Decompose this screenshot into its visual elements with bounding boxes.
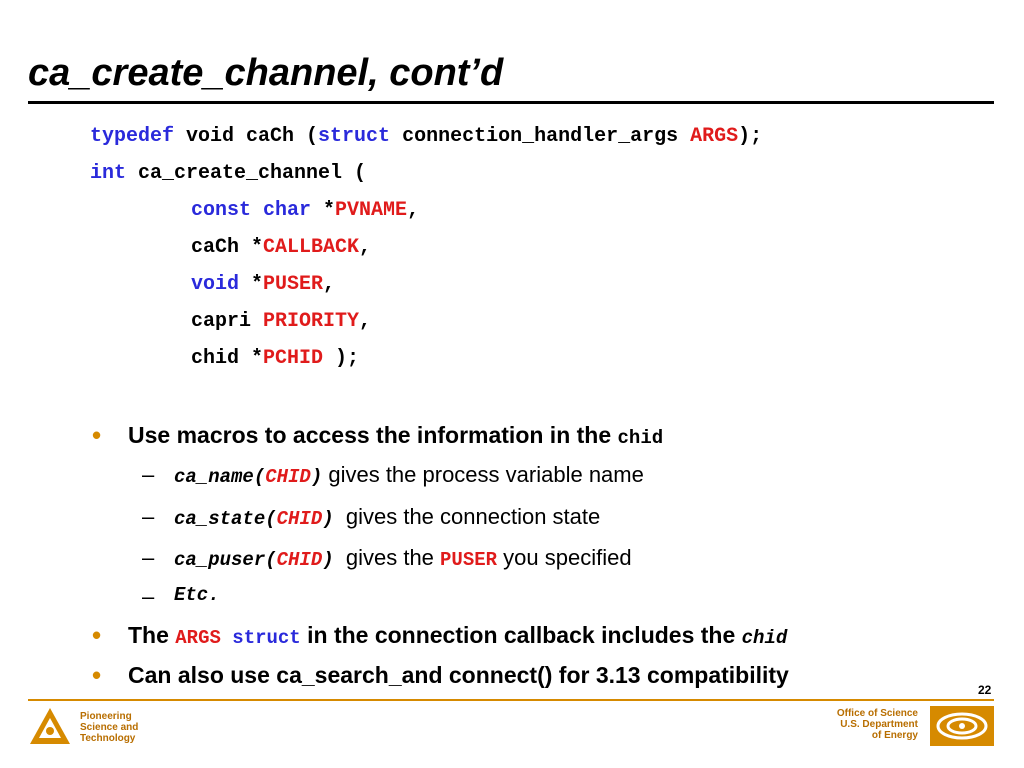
- code-text: ca_create_channel (: [126, 162, 367, 185]
- footer-right-text: Office of Science U.S. Department of Ene…: [837, 708, 918, 741]
- footer-left-text: Pioneering Science and Technology: [80, 711, 138, 744]
- code-keyword: void: [191, 273, 240, 296]
- bullet-text: The ARGS struct in the connection callba…: [128, 622, 787, 649]
- bullet-text-part: The: [128, 622, 176, 648]
- page-number: 22: [978, 683, 992, 697]
- code-identifier: PVNAME: [335, 199, 408, 222]
- function-close: ): [322, 508, 334, 530]
- code-text: *: [239, 273, 264, 296]
- function-arg: CHID: [276, 508, 323, 530]
- function-close: ): [322, 549, 334, 571]
- function-name: ca_name(: [174, 466, 266, 488]
- code-keyword: struct: [220, 627, 301, 649]
- code-text: );: [738, 125, 763, 148]
- code-identifier: PRIORITY: [263, 310, 360, 333]
- bullet-dot-icon: •: [92, 660, 102, 690]
- code-text: void caCh (: [174, 125, 319, 148]
- dash-marker: –: [142, 584, 155, 609]
- function-name: ca_state(: [174, 508, 277, 530]
- sub-text: ca_state(CHID) gives the connection stat…: [174, 504, 600, 530]
- sub-description: gives the process variable name: [322, 462, 644, 487]
- code-identifier: ARGS: [175, 627, 221, 649]
- function-arg: CHID: [265, 466, 311, 488]
- sub-text: Etc.: [174, 584, 220, 606]
- code-text: caCh *: [191, 236, 264, 259]
- footer-right-line: U.S. Department: [840, 719, 918, 730]
- code-line-1: typedef void caCh (struct connection_han…: [90, 124, 762, 161]
- doe-logo-icon: [930, 706, 994, 746]
- title-underline: [28, 101, 994, 104]
- code-identifier: PUSER: [440, 549, 498, 571]
- code-line-6: capri PRIORITY,: [90, 309, 762, 346]
- bullet-text: Can also use ca_search_and connect() for…: [128, 662, 789, 688]
- bullet-code: chid: [617, 427, 664, 449]
- code-keyword: typedef: [90, 125, 175, 148]
- code-keyword: int: [90, 162, 127, 185]
- bullet-dot-icon: •: [92, 420, 102, 450]
- bullet-text-part: Use macros to access the information in …: [128, 422, 618, 448]
- code-line-3: const char *PVNAME,: [90, 198, 762, 235]
- code-identifier: PUSER: [263, 273, 324, 296]
- dash-marker: –: [142, 504, 155, 529]
- code-block: typedef void caCh (struct connection_han…: [90, 124, 762, 383]
- code-line-4: caCh *CALLBACK,: [90, 235, 762, 272]
- code-text: chid *: [191, 347, 264, 370]
- footer-left-line: Science and: [80, 722, 139, 733]
- code-text: );: [323, 347, 360, 370]
- code-text: ,: [359, 310, 372, 333]
- code-text: *: [311, 199, 336, 222]
- sub-description: gives the: [333, 545, 441, 570]
- bullet-dot-icon: •: [92, 620, 102, 650]
- code-line-5: void *PUSER,: [90, 272, 762, 309]
- code-keyword: struct: [318, 125, 391, 148]
- dash-marker: –: [142, 462, 155, 487]
- footer-right-line: Office of Science: [836, 708, 918, 719]
- code-line-7: chid *PCHID );: [90, 346, 762, 383]
- function-close: ): [310, 466, 323, 488]
- sub-text: ca_name(CHID) gives the process variable…: [174, 462, 644, 488]
- argonne-logo-icon: [30, 708, 70, 744]
- code-text: ,: [359, 236, 372, 259]
- code-identifier: CALLBACK: [263, 236, 360, 259]
- code-text: ,: [323, 273, 336, 296]
- footer-left-line: Technology: [80, 733, 136, 744]
- function-arg: CHID: [276, 549, 323, 571]
- footer-rule: [28, 699, 994, 701]
- dash-marker: –: [142, 545, 155, 570]
- footer-left-line: Pioneering: [80, 711, 132, 722]
- function-name: ca_puser(: [174, 549, 277, 571]
- sub-description: gives the connection state: [333, 504, 601, 529]
- slide-title: ca_create_channel, cont’d: [28, 52, 504, 94]
- code-line-2: int ca_create_channel (: [90, 161, 762, 198]
- code-identifier: PCHID: [263, 347, 324, 370]
- sub-description: you specified: [497, 545, 632, 570]
- sub-text: ca_puser(CHID) gives the PUSER you speci…: [174, 545, 632, 571]
- bullet-text: Use macros to access the information in …: [128, 422, 663, 449]
- code-text: ,: [407, 199, 420, 222]
- code-keyword: const char: [191, 199, 312, 222]
- bullet-code: chid: [741, 627, 788, 649]
- footer-right-line: of Energy: [871, 730, 918, 741]
- code-identifier: ARGS: [690, 125, 739, 148]
- code-text: capri: [191, 310, 264, 333]
- code-text: connection_handler_args: [390, 125, 691, 148]
- bullet-text-part: in the connection callback includes the: [300, 622, 742, 648]
